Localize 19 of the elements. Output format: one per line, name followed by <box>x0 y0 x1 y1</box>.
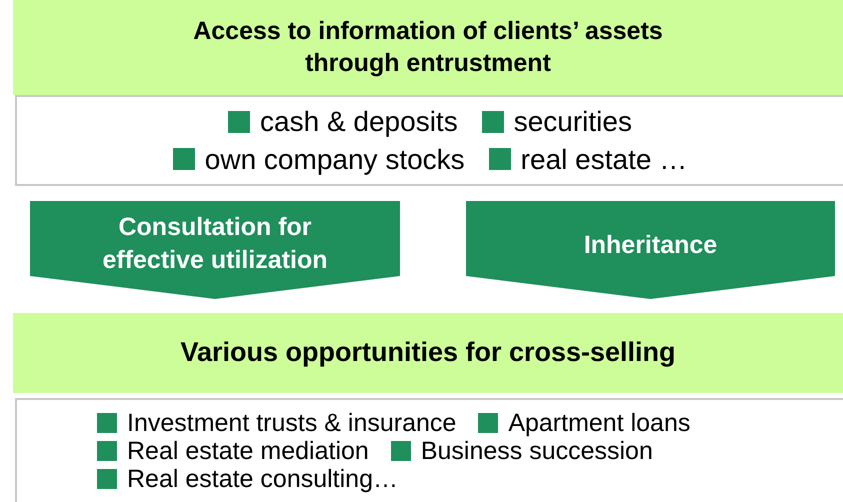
list-item: Investment trusts & insurance <box>127 410 456 436</box>
list-box <box>15 95 843 186</box>
list-item: securities <box>514 107 632 136</box>
header-box <box>13 0 843 95</box>
list-item: Real estate mediation <box>127 438 369 464</box>
edge-label: Inheritance <box>584 230 718 261</box>
header-title: Various opportunities for cross-selling <box>180 336 676 370</box>
header-box <box>13 313 843 393</box>
list-item: real estate … <box>520 144 688 174</box>
list-item: own company stocks <box>204 144 465 174</box>
list-item: Real estate consulting… <box>127 466 398 492</box>
down-chevron-arrow <box>30 201 400 299</box>
header-title: Access to information of clients’ assets through entrustment <box>192 16 664 78</box>
list-item: cash & deposits <box>260 107 458 136</box>
list-box <box>15 398 843 502</box>
edge-label: Consultation for effective utilization <box>101 212 329 276</box>
list-item: Business succession <box>420 438 653 464</box>
list-item: Apartment loans <box>508 410 690 436</box>
down-chevron-arrow <box>466 201 835 299</box>
